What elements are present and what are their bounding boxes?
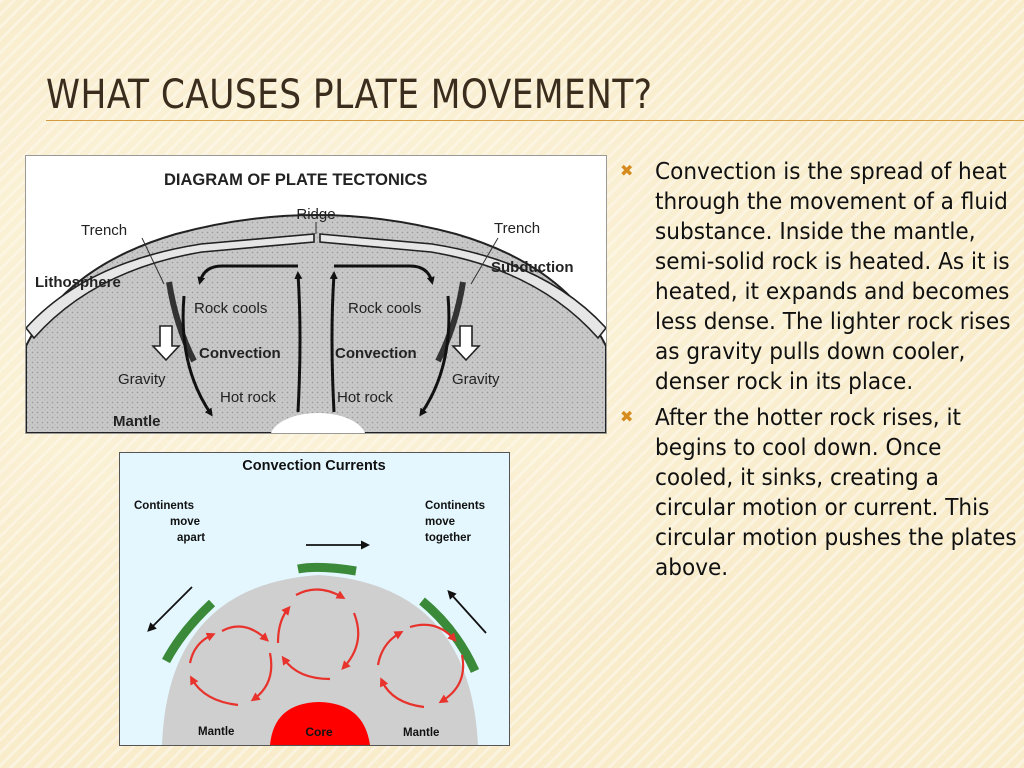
rock-cools-right-label: Rock cools <box>348 300 421 317</box>
apart-line-1: Continents <box>134 500 194 512</box>
plate-left <box>162 599 216 664</box>
right-loop-arc-2 <box>438 654 465 704</box>
bullet-text: Convection is the spread of heat through… <box>655 156 1018 396</box>
mantle-label: Mantle <box>113 413 161 430</box>
together-line-1: Continents <box>425 500 485 512</box>
trench-left-leader <box>141 237 165 285</box>
lithosphere-label: Lithosphere <box>35 274 121 291</box>
right-plate <box>319 233 608 340</box>
apart-line-2: move <box>170 516 200 528</box>
arrow-together-right <box>447 590 487 634</box>
convection-right-label: Convection <box>335 345 417 362</box>
together-line-2: move <box>425 516 455 528</box>
convection-currents-diagram: Convection Currents Continents move apar… <box>119 452 510 746</box>
mantle-semicircle <box>162 575 478 745</box>
left-cell-up-arrow <box>294 271 303 413</box>
left-loop-arc-1 <box>221 625 269 642</box>
gravity-arrow-left <box>151 325 181 362</box>
diagram-title: DIAGRAM OF PLATE TECTONICS <box>164 171 427 189</box>
right-loop-arc-3 <box>379 677 425 709</box>
bullet-term: Convection <box>655 157 777 185</box>
plate-tectonics-diagram: DIAGRAM OF PLATE TECTONICS Ridge Trench … <box>24 155 608 463</box>
arrow-apart-left <box>147 586 193 632</box>
right-cell-up-arrow <box>329 271 338 413</box>
left-plate <box>24 233 315 340</box>
trench-right-leader <box>470 237 499 285</box>
right-cell-down-arrow <box>419 295 451 417</box>
right-loop-arc-1 <box>409 623 457 642</box>
core <box>270 702 370 745</box>
convection-currents-svg: Convection Currents Continents move apar… <box>134 458 487 745</box>
bullet-text: After the hotter rock rises, it begins t… <box>655 402 1018 582</box>
apart-line-3: apart <box>177 532 205 544</box>
left-loop-arc-2 <box>250 652 273 702</box>
mantle-dome <box>25 214 607 434</box>
left-slab <box>166 281 197 363</box>
left-loop-arc-3 <box>190 675 239 707</box>
center-loop-arc-2 <box>341 612 360 670</box>
gravity-left-label: Gravity <box>118 371 166 388</box>
right-cell-top-arrow <box>334 264 435 285</box>
together-line-3: together <box>425 532 472 544</box>
x-mark-icon: ✖ <box>620 407 634 426</box>
bullet-item-convection: ✖ Convection is the spread of heat throu… <box>614 156 1010 396</box>
plate-top <box>297 562 357 576</box>
center-loop-arc-4 <box>276 605 291 644</box>
plate-tectonics-svg: DIAGRAM OF PLATE TECTONICS Ridge Trench … <box>24 171 608 463</box>
bullet-body: After the hotter rock rises, it begins t… <box>655 403 1017 581</box>
hot-rock-right-label: Hot rock <box>337 389 393 406</box>
center-loop-arc-1 <box>295 588 346 600</box>
convection-left-label: Convection <box>199 345 281 362</box>
bullet-list: ✖ Convection is the spread of heat throu… <box>614 156 1017 588</box>
x-mark-icon: ✖ <box>620 161 634 180</box>
right-slab <box>435 281 466 363</box>
ridge-label: Ridge <box>296 206 335 223</box>
mantle-right-label: Mantle <box>403 727 439 739</box>
rock-cools-left-label: Rock cools <box>194 300 267 317</box>
gravity-arrow-right <box>451 325 481 362</box>
gravity-right-label: Gravity <box>452 371 500 388</box>
left-cell-top-arrow <box>197 264 298 285</box>
right-loop-arc-4 <box>376 631 404 666</box>
left-loop-arc-4 <box>188 632 216 664</box>
subduction-label: Subduction <box>491 259 574 276</box>
left-cell-down-arrow <box>181 295 213 417</box>
trench-left-label: Trench <box>81 222 127 239</box>
trench-right-label: Trench <box>494 220 540 237</box>
title-underline <box>46 120 1024 121</box>
bullet-body: is the spread of heat through the moveme… <box>655 157 1011 395</box>
center-loop-arc-3 <box>281 655 331 681</box>
mantle-left-label: Mantle <box>198 726 234 738</box>
core-label: Core <box>305 725 333 739</box>
hot-rock-left-label: Hot rock <box>220 389 276 406</box>
convection-currents-title: Convection Currents <box>242 458 385 474</box>
slide-title: WHAT CAUSES PLATE MOVEMENT? <box>46 72 653 118</box>
bullet-item-cooling: ✖ After the hotter rock rises, it begins… <box>614 402 1017 582</box>
